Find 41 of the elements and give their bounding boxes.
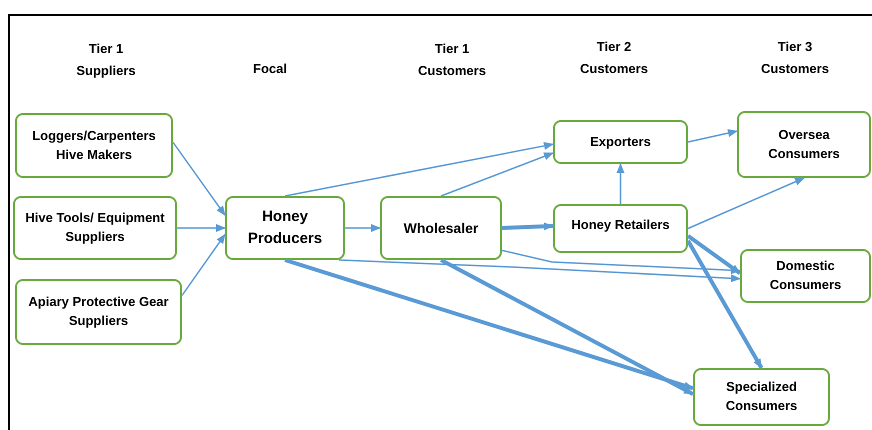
process-box [693,368,830,426]
arrow [686,240,764,369]
process-box [15,113,173,178]
process-box [553,120,688,164]
arrow [284,258,694,390]
process-box [15,279,182,345]
column-heading: Focal [252,60,288,78]
box-label: Loggers/Carpenters Hive Makers [31,126,157,164]
arrow [440,152,554,197]
box-label: Honey Producers [246,207,324,249]
box-label: Wholesaler [404,219,478,238]
process-box [225,196,345,260]
arrow [616,163,624,204]
box-label: Exporters [590,132,651,151]
process-box [737,111,871,178]
box-label: Hive Tools/ Equipment Suppliers [24,209,166,246]
box-label: Domestic Consumers [768,257,842,294]
arrow [440,258,694,396]
arrow [686,234,742,275]
column-heading: Tier 3 Customers [760,38,830,78]
box-label: Oversea Consumers [767,126,841,162]
arrow [284,142,554,197]
process-box [380,196,502,260]
arrow [345,224,381,232]
process-box [13,196,177,260]
arrow [338,259,741,282]
box-label: Honey Retailers [571,216,670,234]
arrow [172,142,226,216]
process-box [740,249,871,303]
arrow [502,222,554,230]
box-label: Specialized Consumers [724,378,798,415]
column-heading: Tier 2 Customers [579,38,649,78]
arrow [688,129,738,143]
arrow [502,250,741,274]
column-heading: Tier 1 Customers [417,40,487,80]
arrow [177,224,226,232]
arrow [181,234,226,296]
process-box [553,204,688,253]
arrow [688,177,805,230]
box-label: Apiary Protective Gear Suppliers [27,293,170,330]
column-heading: Tier 1 Suppliers [75,40,137,80]
